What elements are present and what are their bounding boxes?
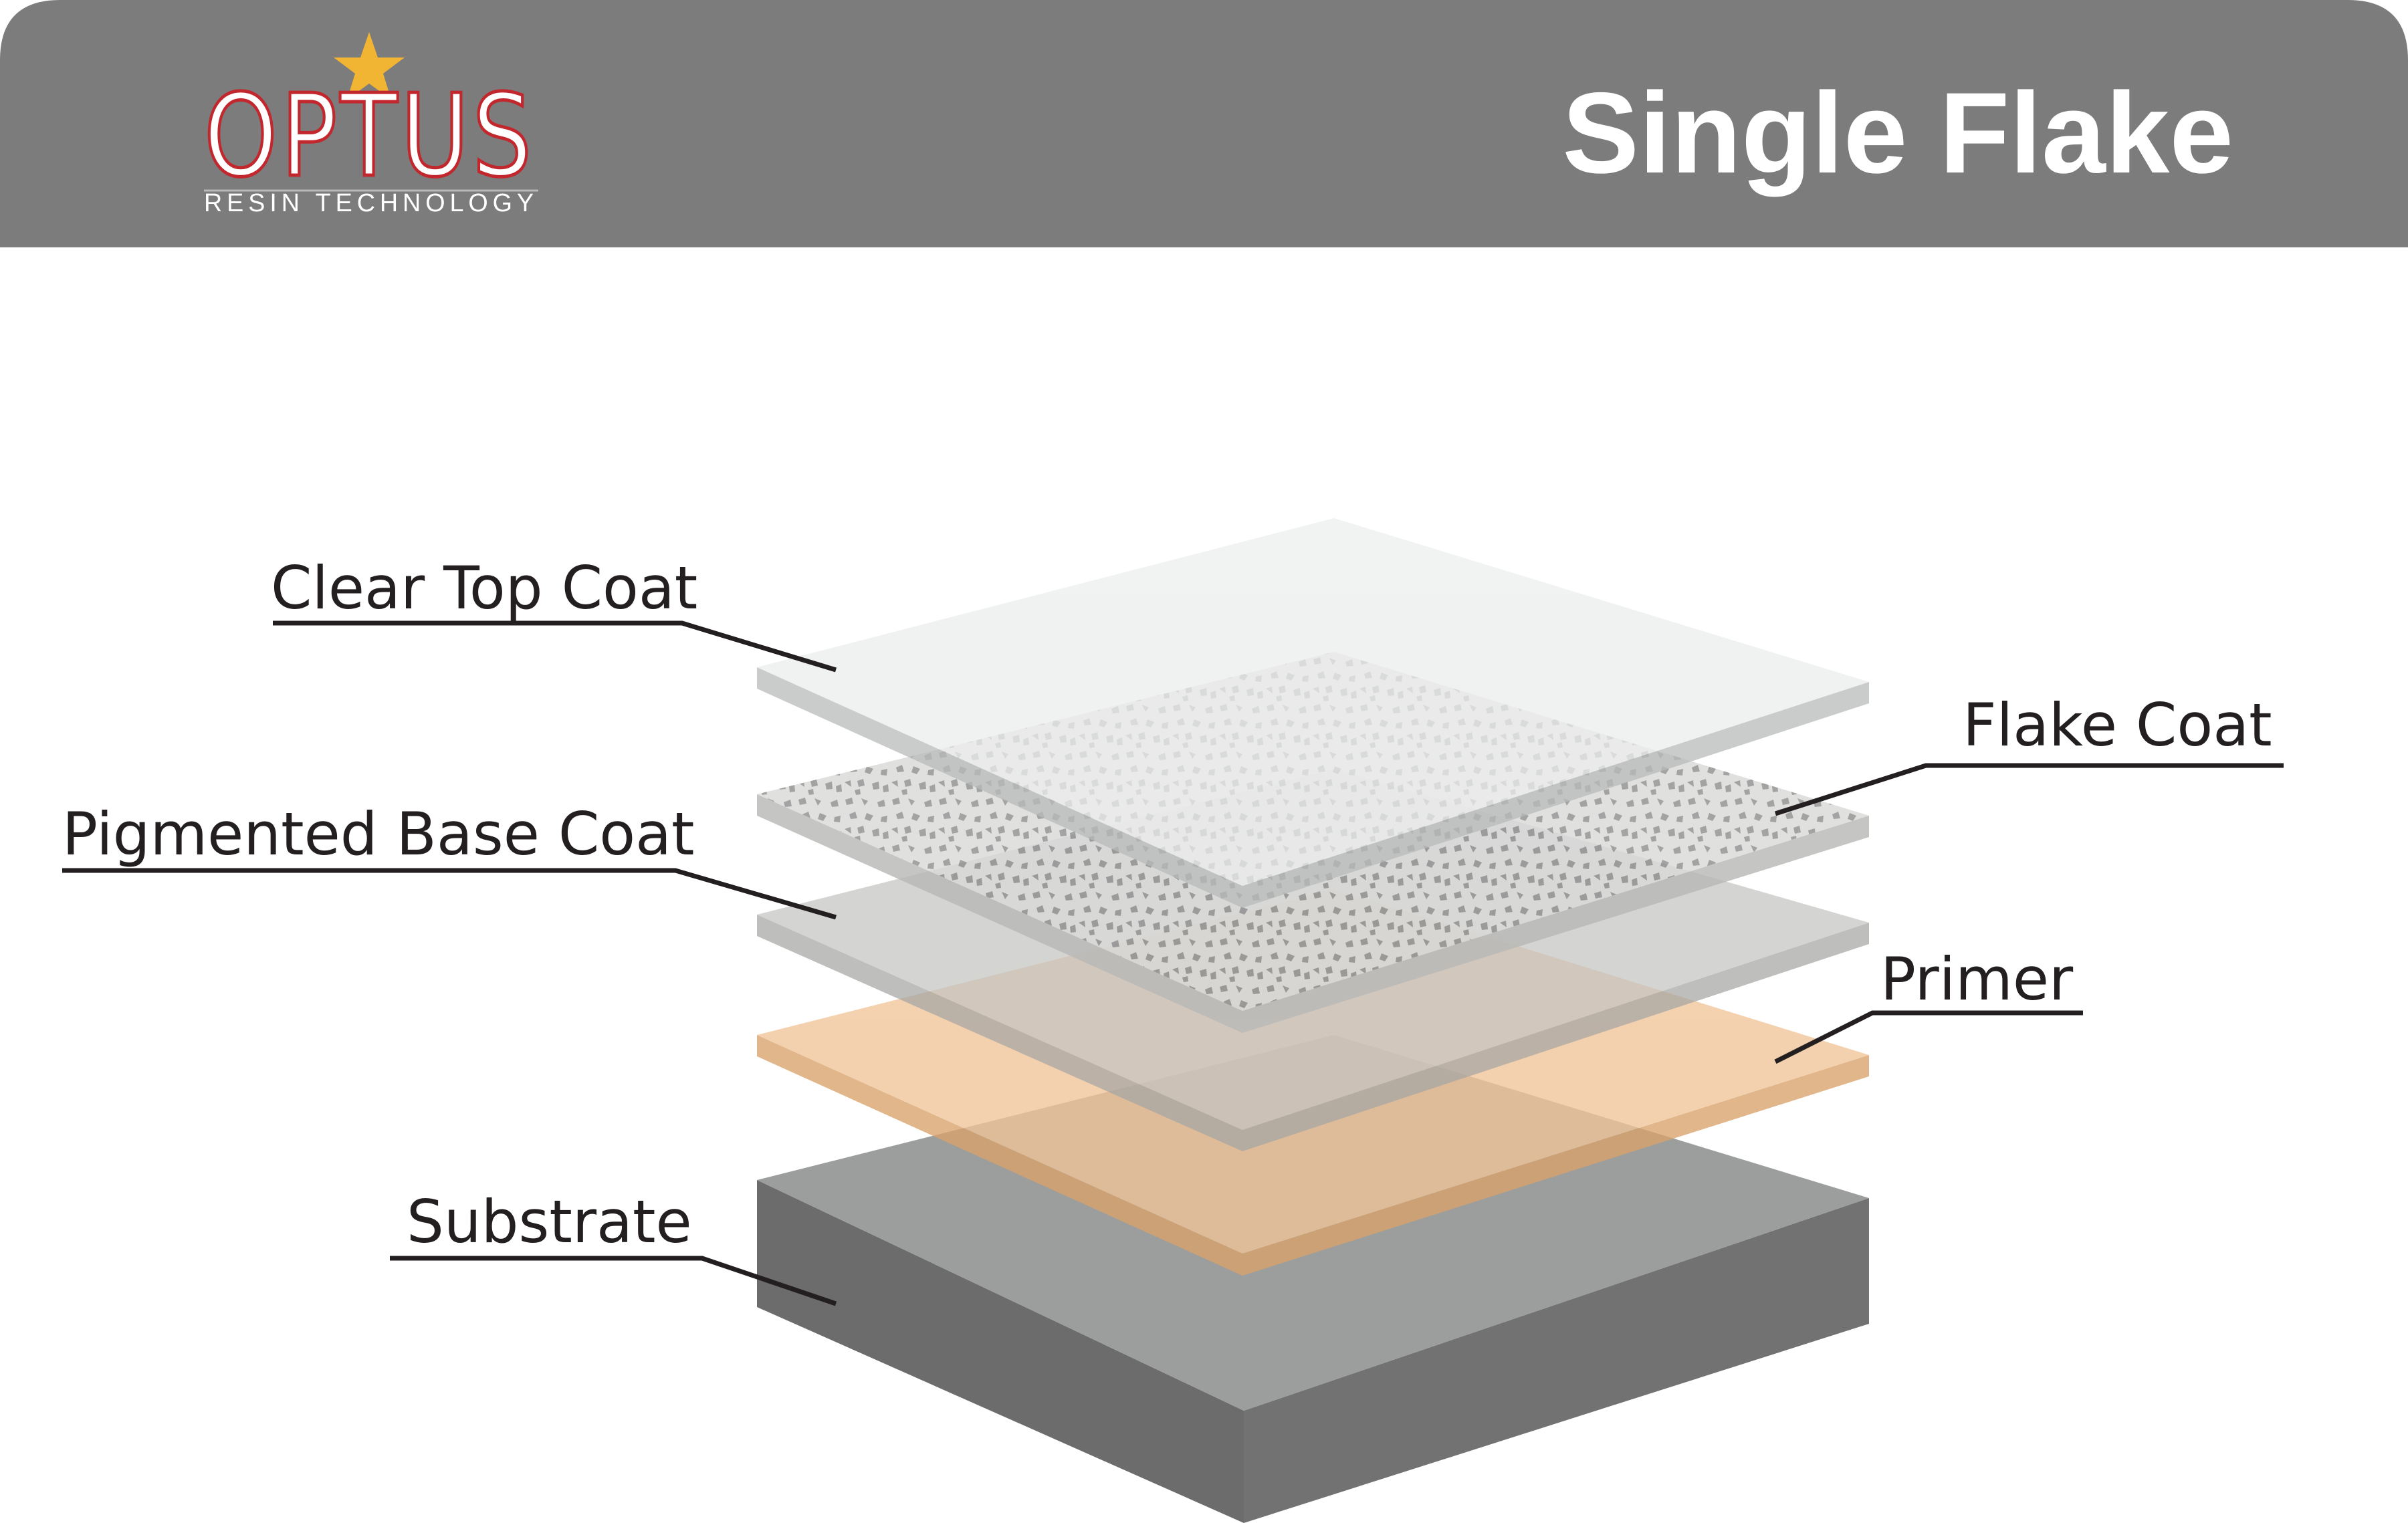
callout-clear-top-coat: Clear Top Coat bbox=[271, 554, 837, 673]
label-flake-coat: Flake Coat bbox=[1963, 691, 2272, 759]
header-bar bbox=[0, 0, 2408, 247]
label-primer: Primer bbox=[1880, 945, 2074, 1014]
callout-substrate: Substrate bbox=[390, 1187, 837, 1306]
leader-line-clear-top-coat bbox=[273, 620, 837, 673]
base-coat-side bbox=[757, 915, 1869, 1151]
star-icon bbox=[334, 32, 405, 100]
label-pigmented-base-coat: Pigmented Base Coat bbox=[62, 800, 695, 868]
substrate-left-face bbox=[757, 1180, 1244, 1523]
optus-logo: OPTUS RESIN TECHNOLOGY bbox=[203, 32, 538, 217]
primer-side bbox=[757, 1035, 1869, 1276]
page-title: Single Flake bbox=[1562, 69, 2233, 197]
callout-primer: Primer bbox=[1774, 945, 2083, 1064]
clear-coat-top bbox=[757, 518, 1869, 886]
logo-wordmark: OPTUS bbox=[204, 70, 535, 203]
label-substrate: Substrate bbox=[407, 1187, 692, 1256]
leader-line-primer bbox=[1774, 1010, 2083, 1064]
flake-coat-side bbox=[757, 794, 1869, 1033]
label-clear-top-coat: Clear Top Coat bbox=[271, 554, 697, 622]
leader-line-pigmented-base-coat bbox=[62, 868, 837, 920]
clear-coat-side bbox=[757, 667, 1869, 908]
logo-tagline: RESIN TECHNOLOGY bbox=[204, 189, 538, 217]
substrate-right-face bbox=[1244, 1198, 1869, 1523]
leader-line-substrate bbox=[390, 1256, 837, 1306]
callout-flake-coat: Flake Coat bbox=[1774, 691, 2284, 816]
callout-pigmented-base-coat: Pigmented Base Coat bbox=[62, 800, 837, 920]
leader-line-flake-coat bbox=[1774, 763, 2284, 816]
layer-clear-top-coat bbox=[757, 518, 1869, 908]
